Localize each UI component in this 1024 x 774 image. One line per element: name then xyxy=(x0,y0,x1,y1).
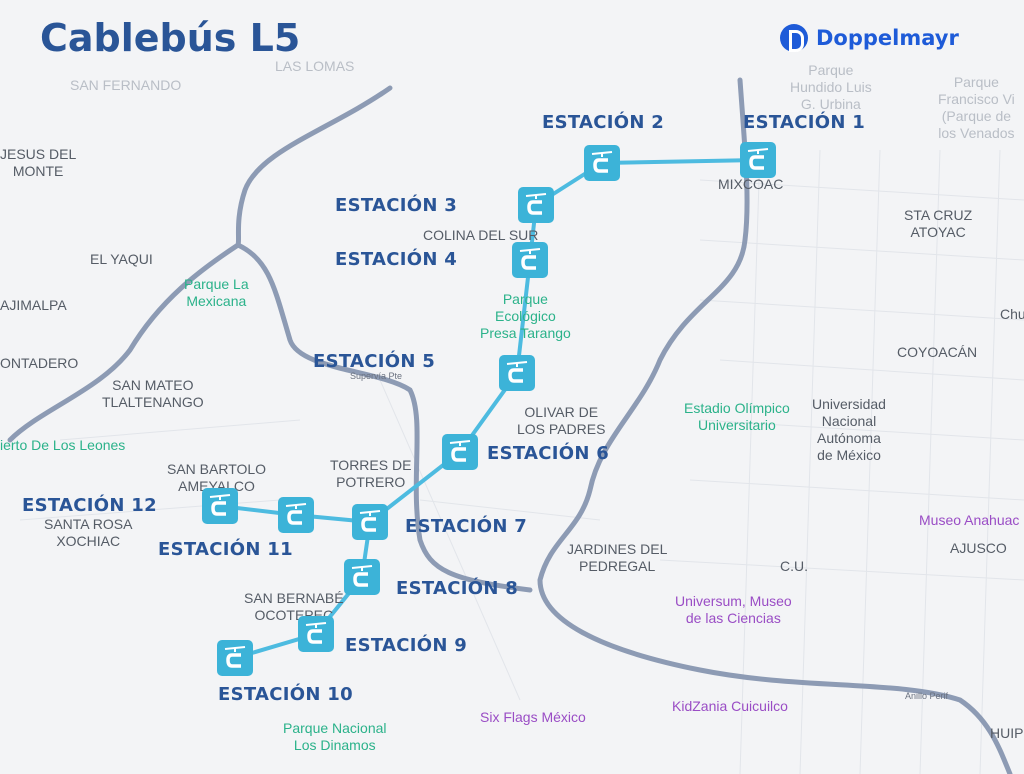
brand-name: Doppelmayr xyxy=(816,26,959,50)
station-2-marker[interactable] xyxy=(584,145,620,181)
station-9-label: ESTACIÓN 9 xyxy=(345,635,468,656)
station-7-marker[interactable] xyxy=(352,504,388,540)
place-label: ONTADERO xyxy=(0,355,79,371)
place-label: Universidad Nacional Autónoma de México xyxy=(812,396,886,463)
cable-car-icon xyxy=(525,193,547,215)
place-label: KidZania Cuicuilco xyxy=(672,698,788,714)
station-2-label: ESTACIÓN 2 xyxy=(542,112,665,133)
map-title: Cablebús L5 xyxy=(40,16,301,60)
place-label: AJUSCO xyxy=(950,540,1007,556)
place-label: Chu xyxy=(1000,306,1024,322)
place-label: EL YAQUI xyxy=(90,251,153,267)
place-label: Supervía Pte xyxy=(350,371,403,381)
place-label: SAN BERNABÉ OCOTEPEC xyxy=(244,590,344,623)
place-label: Parque Nacional Los Dinamos xyxy=(283,720,387,753)
place-label: Parque Ecológico Presa Tarango xyxy=(480,291,571,341)
cable-car-icon xyxy=(449,440,471,462)
place-label: AJIMALPA xyxy=(0,297,67,313)
road-northwest xyxy=(7,85,393,443)
cable-car-icon xyxy=(285,503,307,525)
place-label: MIXCOAC xyxy=(718,176,784,192)
place-label: SAN MATEO TLALTENANGO xyxy=(102,377,204,410)
cable-car-icon xyxy=(591,151,613,173)
place-label: Parque La Mexicana xyxy=(184,276,249,309)
station-4-marker[interactable] xyxy=(512,242,548,278)
place-label: COYOACÁN xyxy=(897,344,978,360)
place-label: ierto De Los Leones xyxy=(0,437,126,453)
place-label: SAN FERNANDO xyxy=(70,77,182,93)
place-label: STA CRUZ ATOYAC xyxy=(904,207,973,240)
road-periferico xyxy=(537,77,1013,774)
doppelmayr-logo-icon xyxy=(780,24,808,52)
cable-car-icon xyxy=(359,510,381,532)
cable-car-icon xyxy=(209,494,231,516)
station-7-label: ESTACIÓN 7 xyxy=(405,516,528,537)
cable-car-icon xyxy=(506,361,528,383)
place-label: Anillo Perif xyxy=(905,691,949,701)
place-label: TORRES DE POTRERO xyxy=(330,457,412,490)
cable-car-icon xyxy=(224,646,246,668)
station-5-label: ESTACIÓN 5 xyxy=(313,351,436,372)
doppelmayr-logo: Doppelmayr xyxy=(780,24,959,52)
station-9-marker[interactable] xyxy=(298,616,334,652)
cable-car-icon xyxy=(519,248,541,270)
station-3-marker[interactable] xyxy=(518,187,554,223)
place-label: LAS LOMAS xyxy=(275,58,355,74)
place-label: OLIVAR DE LOS PADRES xyxy=(517,404,606,437)
place-label: SANTA ROSA XOCHIAC xyxy=(44,516,133,549)
station-1-label: ESTACIÓN 1 xyxy=(743,112,866,133)
station-1-marker[interactable] xyxy=(740,142,776,178)
station-6-label: ESTACIÓN 6 xyxy=(487,443,610,464)
place-label: JARDINES DEL PEDREGAL xyxy=(567,541,668,574)
station-5-marker[interactable] xyxy=(499,355,535,391)
station-6-marker[interactable] xyxy=(442,434,478,470)
station-8-label: ESTACIÓN 8 xyxy=(396,578,519,599)
cable-segment xyxy=(234,158,759,660)
place-label: Universum, Museo de las Ciencias xyxy=(675,593,792,626)
station-11-label: ESTACIÓN 11 xyxy=(158,539,293,560)
station-10-label: ESTACIÓN 10 xyxy=(218,684,353,705)
place-label: COLINA DEL SUR xyxy=(423,227,539,243)
road-supervia xyxy=(235,242,533,593)
place-label: Parque Hundido Luis G. Urbina xyxy=(790,62,872,112)
place-label: Parque Francisco Vi (Parque de los Venad… xyxy=(938,74,1015,141)
cable-car-icon xyxy=(747,148,769,170)
station-4-label: ESTACIÓN 4 xyxy=(335,249,458,270)
place-label: Estadio Olímpico Universitario xyxy=(684,400,790,433)
street-grid xyxy=(19,149,1024,774)
station-11-marker[interactable] xyxy=(278,497,314,533)
place-label: Six Flags México xyxy=(480,709,586,725)
cable-car-icon xyxy=(351,565,373,587)
station-12-label: ESTACIÓN 12 xyxy=(22,495,157,516)
place-label: HUIP xyxy=(990,725,1024,741)
highways xyxy=(7,77,1013,774)
place-label: C.U. xyxy=(780,558,808,574)
place-label: JESUS DEL MONTE xyxy=(0,146,77,179)
station-8-marker[interactable] xyxy=(344,559,380,595)
place-label: Museo Anahuac xyxy=(919,512,1020,528)
station-10-marker[interactable] xyxy=(217,640,253,676)
station-12-marker[interactable] xyxy=(202,488,238,524)
station-3-label: ESTACIÓN 3 xyxy=(335,195,458,216)
cable-car-icon xyxy=(305,622,327,644)
